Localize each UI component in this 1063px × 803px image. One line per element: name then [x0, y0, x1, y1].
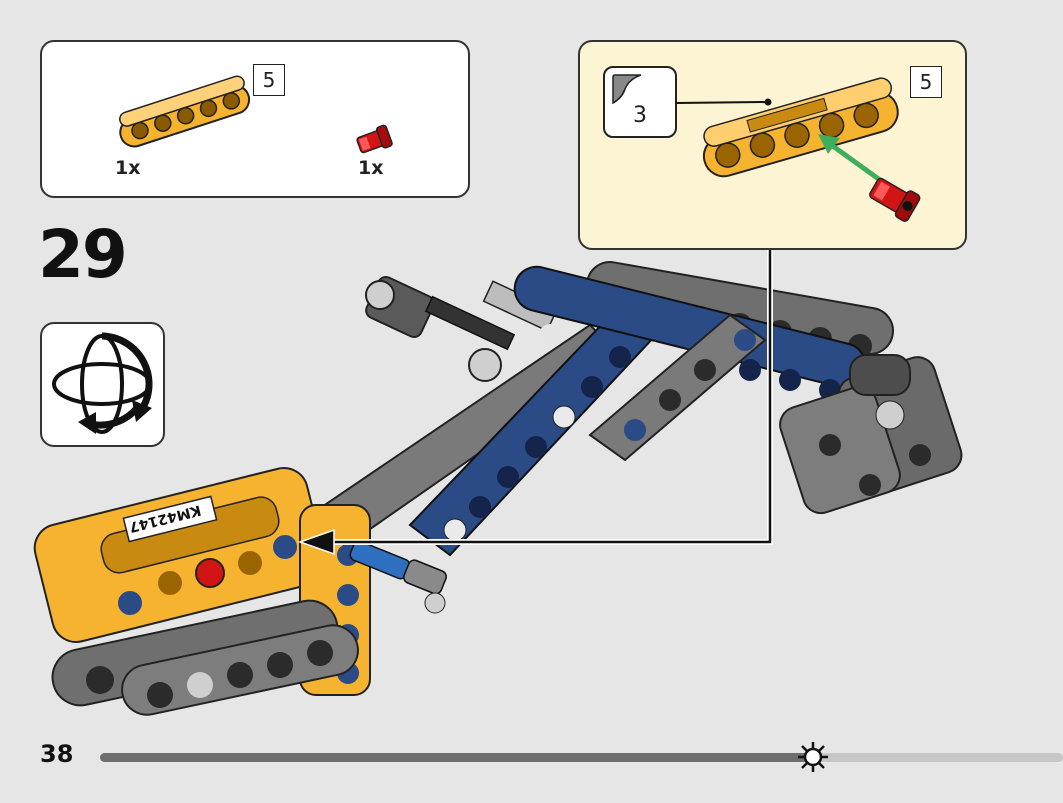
model-illustration: KM42147: [33, 261, 963, 716]
callout-beam-length-label: 5: [910, 66, 942, 98]
sun-icon: [797, 742, 828, 772]
gray-right-frame: [779, 354, 963, 515]
red-pin-part-icon: [356, 124, 393, 154]
progress-bar: [100, 753, 1063, 762]
blue-horizontal-beam: [513, 265, 867, 401]
callout-connector-line: [675, 98, 772, 106]
callout-red-pin: [869, 177, 921, 222]
placement-pointer-arrow: [297, 250, 773, 556]
callout-yellow-beam: [702, 77, 899, 178]
gray-middle-beam: [588, 313, 767, 462]
gray-front-beams: [51, 599, 359, 716]
beam-length-label: 5: [253, 64, 285, 96]
insertion-arrow: [818, 134, 882, 183]
step-number: 29: [38, 216, 128, 293]
subassembly-count: 3: [633, 103, 647, 128]
beam-quantity: 1x: [115, 157, 141, 179]
blue-axle-pin: [349, 540, 447, 614]
axle-bushing: [365, 276, 558, 382]
page-curl-icon: [612, 74, 642, 105]
subassembly-count-badge: 3: [603, 66, 677, 138]
rotate-model-icon: [52, 332, 153, 434]
progress-bar-fill: [100, 753, 813, 762]
yellow-beam-part-icon: [119, 75, 251, 148]
pin-quantity: 1x: [358, 157, 384, 179]
page-number: 38: [40, 740, 74, 768]
